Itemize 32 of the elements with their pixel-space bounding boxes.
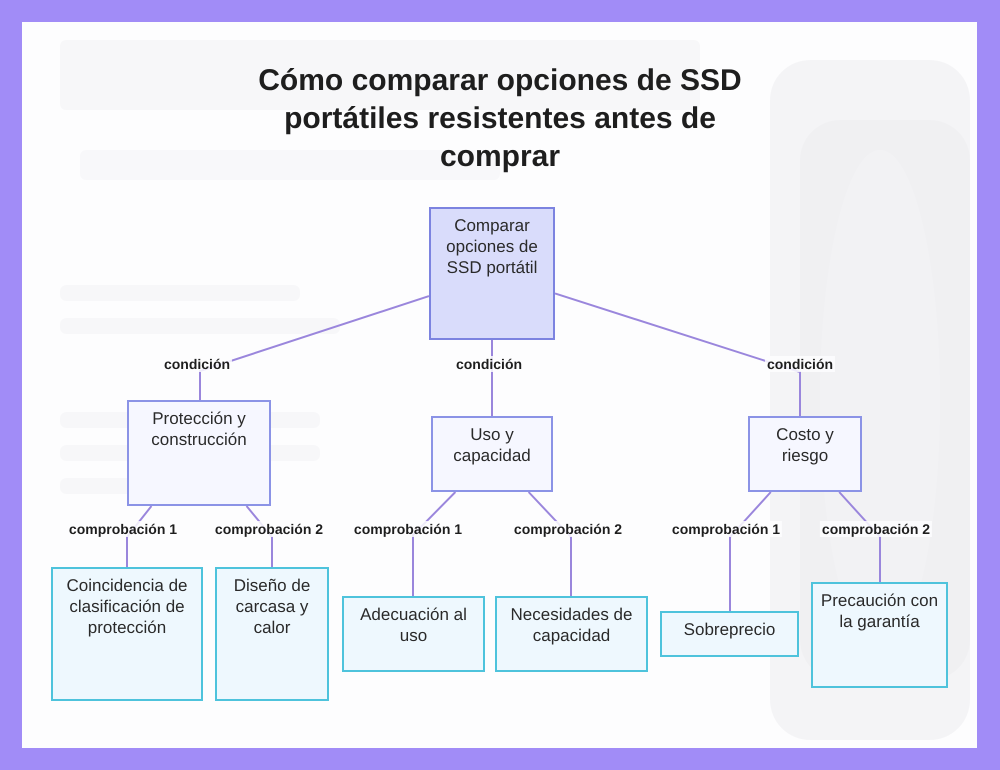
edge-label: comprobación 2 (820, 521, 932, 537)
connector-line (554, 292, 801, 416)
edge-label: condición (454, 356, 524, 372)
edge-label: condición (764, 356, 836, 372)
edge-label: comprobación 1 (66, 521, 180, 537)
node-text: Comparar opciones de SSD portátil (445, 215, 539, 278)
category-box (748, 416, 862, 492)
node-text: Adecuación al uso (359, 604, 468, 646)
node-text: Protección y construcción (150, 408, 248, 450)
node-text: Necesidades de capacidad (510, 604, 634, 646)
node-text: Uso y capacidad (452, 424, 532, 466)
category-box (431, 416, 553, 492)
criterion-box (51, 567, 203, 701)
edge-label: comprobación 2 (212, 521, 326, 537)
node-text: Precaución con la garantía (820, 590, 940, 632)
criterion-box (660, 611, 799, 657)
node-text: Sobreprecio (684, 619, 776, 640)
connector-line (199, 295, 430, 400)
edge-label: comprobación 1 (670, 521, 782, 537)
edge-label: comprobación 2 (512, 521, 624, 537)
edge-label: comprobación 1 (352, 521, 464, 537)
criterion-box (811, 582, 948, 688)
criterion-box (495, 596, 648, 672)
node-text: Costo y riesgo (775, 424, 835, 466)
node-text: Diseño de carcasa y calor (232, 575, 312, 638)
node-text: Coincidencia de clasificación de protección (66, 575, 188, 638)
root-topic-box (429, 207, 555, 340)
criterion-box (342, 596, 485, 672)
edge-label: condición (162, 356, 232, 372)
diagram-title: Cómo comparar opciones de SSD portátiles resistentes antes de comprar (257, 63, 743, 175)
category-box (127, 400, 271, 506)
criterion-box (215, 567, 329, 701)
